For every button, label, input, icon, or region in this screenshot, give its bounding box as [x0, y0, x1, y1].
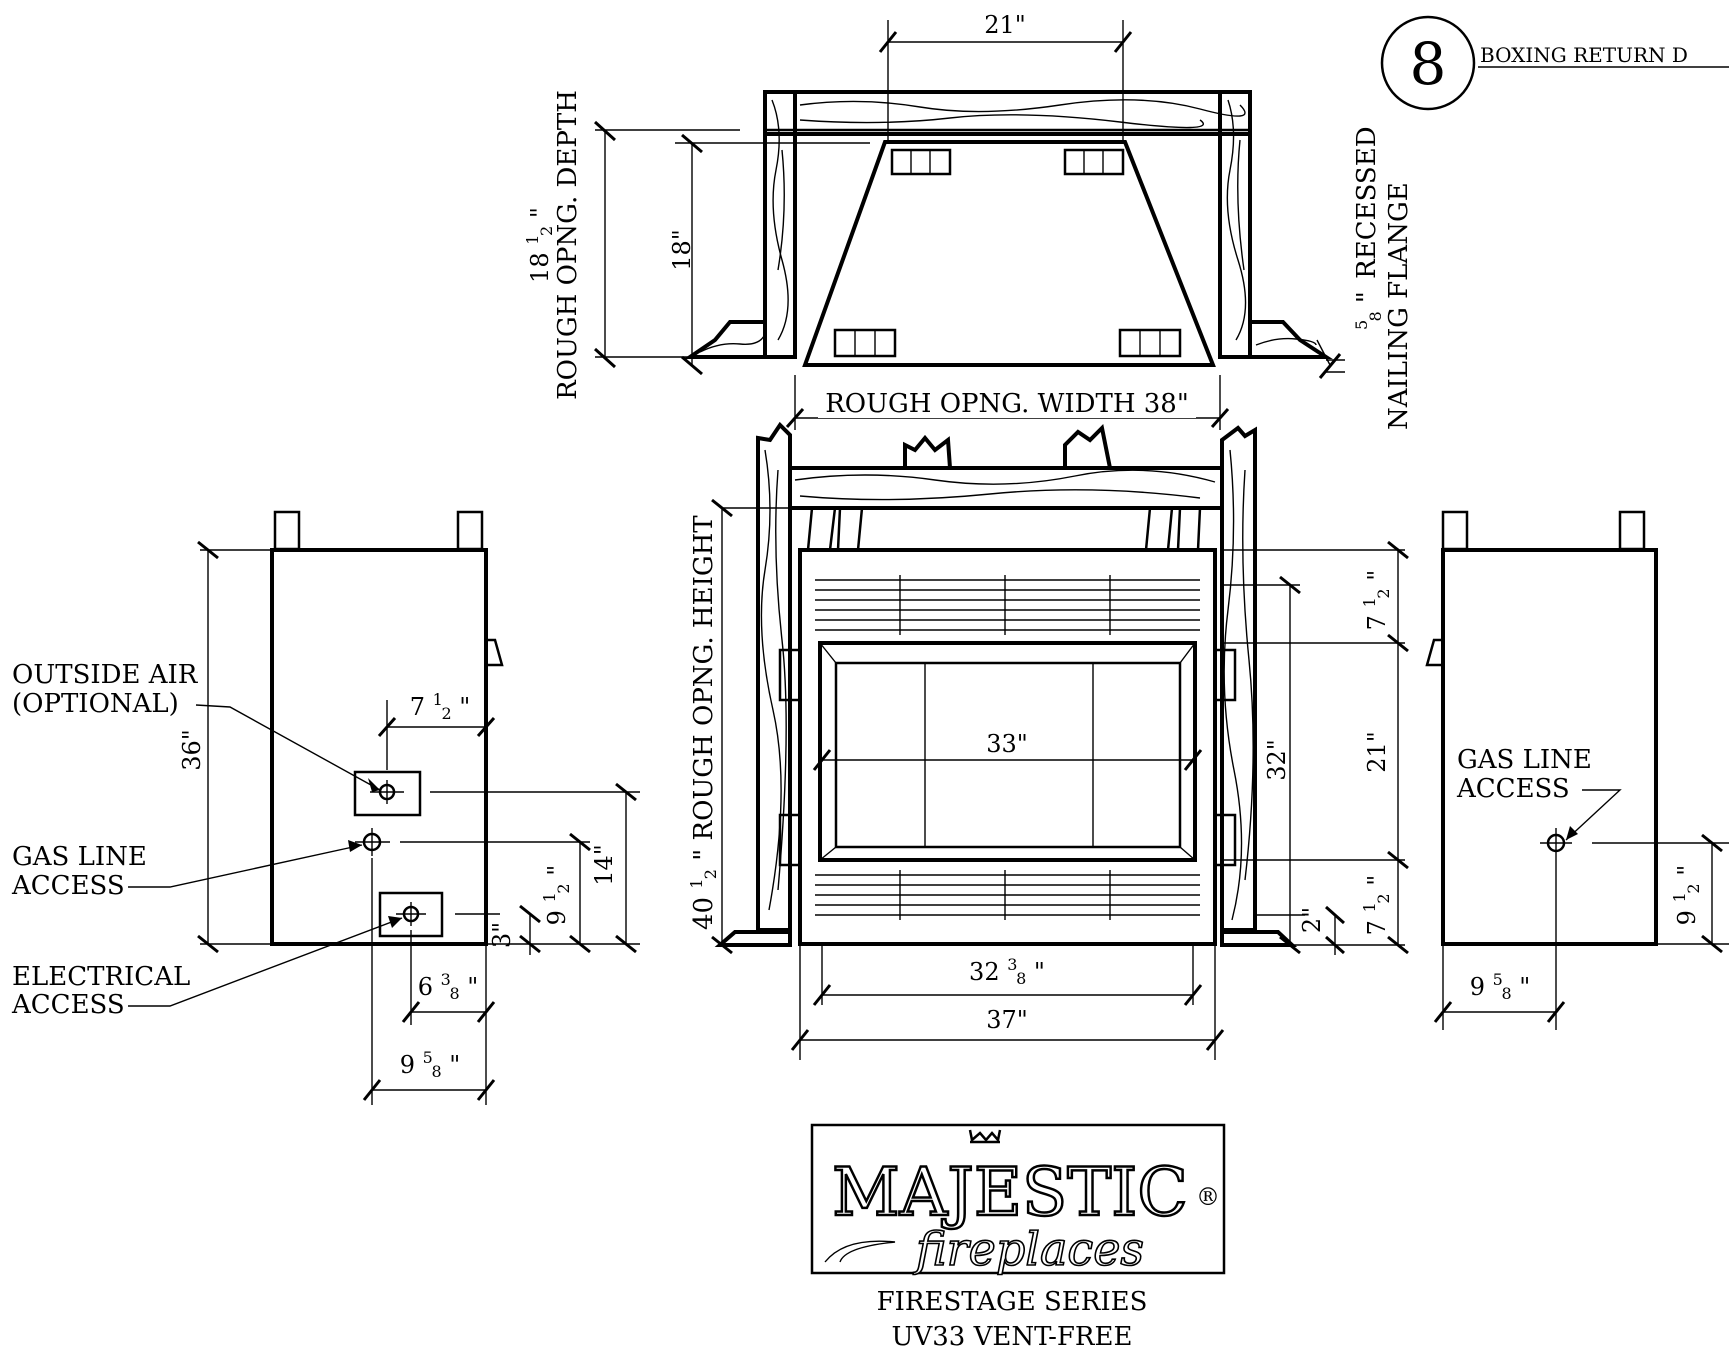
logo-registered: ® — [1196, 1183, 1220, 1211]
caption-series: FIRESTAGE SERIES — [877, 1287, 1148, 1317]
top-view: 21" — [516, 11, 1414, 430]
label-rough-opening-width: ROUGH OPNG. WIDTH 38" — [825, 389, 1189, 419]
dim-inner-width: 32 3 8 " — [969, 948, 1045, 990]
dim-right-9-half: 9 1 2 " — [1663, 865, 1705, 926]
right-side-view: GAS LINE ACCESS 9 1 2 " 9 5 8 " — [1425, 510, 1729, 1030]
detail-badge: 8 BOXING RETURN D — [1380, 15, 1729, 111]
bottom-louvers — [815, 870, 1200, 920]
detail-number: 8 — [1410, 30, 1447, 98]
label-gas-line-right: GAS LINE — [1457, 745, 1592, 775]
label-electrical: ELECTRICAL — [12, 962, 190, 992]
caption-model: UV33 VENT-FREE — [892, 1322, 1133, 1352]
dim-total-height: 32" — [1263, 739, 1291, 781]
label-outside-air: OUTSIDE AIR — [12, 660, 199, 690]
dim-left-height: 36" — [178, 729, 206, 771]
label-outside-air-optional: (OPTIONAL) — [12, 689, 179, 719]
dim-upper-section: 7 1 2 " — [1353, 570, 1395, 631]
label-electrical-access: ACCESS — [11, 990, 125, 1020]
logo-script: fireplaces — [913, 1222, 1144, 1276]
dim-right-9b: 9 5 8 " — [1470, 963, 1531, 1005]
label-gas-access-right: ACCESS — [1456, 774, 1570, 804]
label-nailing-flange: NAILING FLANGE — [1384, 182, 1414, 430]
dim-depth-inner: 18" — [668, 229, 696, 271]
left-side-view: OUTSIDE AIR (OPTIONAL) GAS LINE ACCESS E… — [11, 510, 640, 1105]
dim-outer-width: 37" — [986, 1006, 1028, 1034]
label-gas-access: ACCESS — [11, 871, 125, 901]
dim-rough-opening-height: 40 1 2 " ROUGH OPNG. HEIGHT — [679, 515, 723, 930]
detail-title: BOXING RETURN D — [1480, 43, 1688, 67]
label-rough-opening-depth: ROUGH OPNG. DEPTH — [553, 90, 583, 400]
majestic-logo: MAJESTIC ® fireplaces — [810, 1123, 1226, 1277]
dim-opening-width: 33" — [986, 730, 1028, 758]
logo-brand: MAJESTIC — [832, 1154, 1188, 1231]
dim-9b: 9 5 8 " — [400, 1041, 461, 1083]
dim-9-half: 9 1 2 " — [533, 865, 575, 926]
dim-lower-section: 7 1 2 " — [1353, 875, 1395, 936]
dim-air-offset: 7 1 2 " — [410, 683, 471, 725]
dim-6: 6 3 8 " — [418, 963, 479, 1005]
dim-depth-outer: 18 1 2 " — [516, 207, 558, 283]
label-recessed-flange: 5 8 " RECESSED — [1344, 126, 1388, 330]
dim-3: 3" — [488, 922, 516, 948]
front-view: 33" 40 1 2 " ROUGH OPNG. HEIGHT 32" — [679, 421, 1409, 1060]
top-louvers — [815, 575, 1200, 635]
dim-base: 2" — [1298, 907, 1326, 933]
dim-mid-section: 21" — [1363, 731, 1391, 773]
dim-14: 14" — [590, 844, 618, 886]
label-gas-line: GAS LINE — [12, 842, 147, 872]
dim-top-width: 21" — [984, 11, 1026, 39]
